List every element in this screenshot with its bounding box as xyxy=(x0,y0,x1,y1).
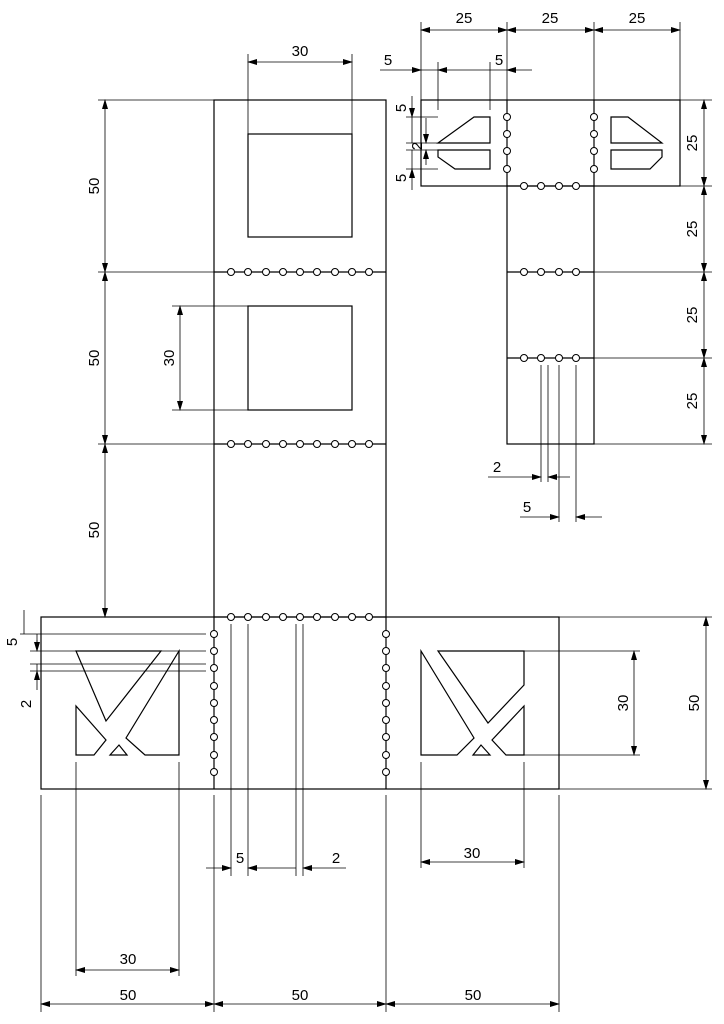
tab-piece xyxy=(420,99,681,445)
dim-tab-window-gap: 2 xyxy=(409,142,426,150)
dim-base-right-total: 50 xyxy=(686,695,703,712)
dimension-labels: 25 25 25 5 5 5 2 5 25 25 25 25 2 5 30 50… xyxy=(4,10,703,1004)
dim-tab-bottom-gap: 2 xyxy=(493,459,501,476)
dim-tab-hole-a: 5 xyxy=(384,52,392,69)
base-right-window xyxy=(420,648,525,756)
dim-tab-right-1: 25 xyxy=(684,135,701,152)
dim-base-mid-offset: 5 xyxy=(236,850,244,867)
dim-base-right-height: 30 xyxy=(615,695,632,712)
dim-base-left-margin: 5 xyxy=(4,638,21,646)
dim-bottom-1: 50 xyxy=(120,987,137,1004)
dim-tab-bottom-offset: 5 xyxy=(523,499,531,516)
dim-base-left-gap: 2 xyxy=(18,700,35,708)
dim-column-left-1: 50 xyxy=(86,178,103,195)
dim-column-window-height: 30 xyxy=(161,350,178,367)
dimension-lines xyxy=(23,27,709,1007)
vertical-column xyxy=(213,99,387,618)
base-strip xyxy=(40,616,560,790)
dim-column-left-2: 50 xyxy=(86,350,103,367)
dim-base-right-window-width: 30 xyxy=(464,845,481,862)
tab-left-window xyxy=(436,116,491,170)
column-window-middle xyxy=(247,305,353,411)
dim-tab-right-4: 25 xyxy=(684,393,701,410)
dim-tab-hole-b: 5 xyxy=(495,52,503,69)
dim-tab-right-3: 25 xyxy=(684,307,701,324)
tab-right-window xyxy=(610,116,664,170)
dim-column-window-width: 30 xyxy=(292,43,309,60)
dim-bottom-2: 50 xyxy=(292,987,309,1004)
dim-tab-right-2: 25 xyxy=(684,221,701,238)
perforations xyxy=(210,113,598,776)
dim-bottom-3: 50 xyxy=(465,987,482,1004)
base-left-window xyxy=(75,648,180,756)
dim-base-left-window-width: 30 xyxy=(120,951,137,968)
column-window-top xyxy=(247,133,353,238)
extension-lines xyxy=(20,22,712,1012)
dim-column-left-3: 50 xyxy=(86,522,103,539)
dim-tab-top-1: 25 xyxy=(456,10,473,27)
dim-tab-window-top: 5 xyxy=(393,104,410,112)
dim-tab-top-3: 25 xyxy=(629,10,646,27)
dim-base-mid-gap: 2 xyxy=(332,850,340,867)
dim-tab-top-2: 25 xyxy=(542,10,559,27)
dim-tab-window-bottom: 5 xyxy=(393,174,410,182)
